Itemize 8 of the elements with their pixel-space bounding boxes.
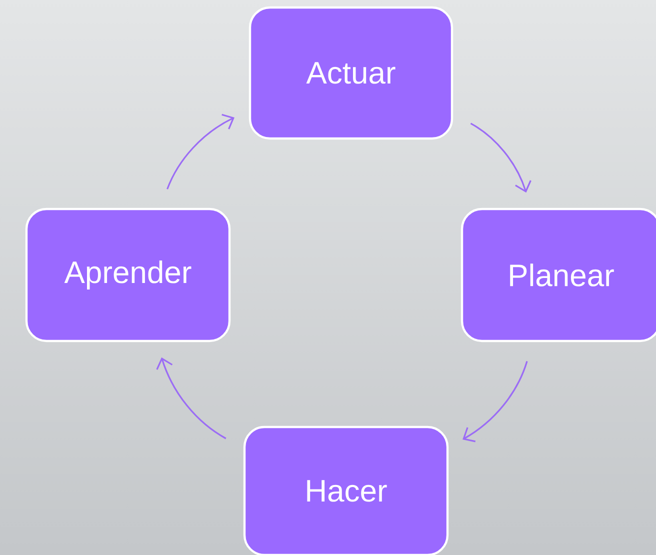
arrow bbox=[462, 361, 528, 442]
arrow bbox=[166, 114, 234, 190]
process-box: Aprender bbox=[25, 208, 231, 342]
arrow bbox=[156, 357, 226, 440]
process-box: Planear bbox=[460, 208, 656, 342]
process-box: Actuar bbox=[248, 6, 454, 140]
process-box: Hacer bbox=[243, 426, 449, 555]
arrow bbox=[470, 122, 532, 193]
